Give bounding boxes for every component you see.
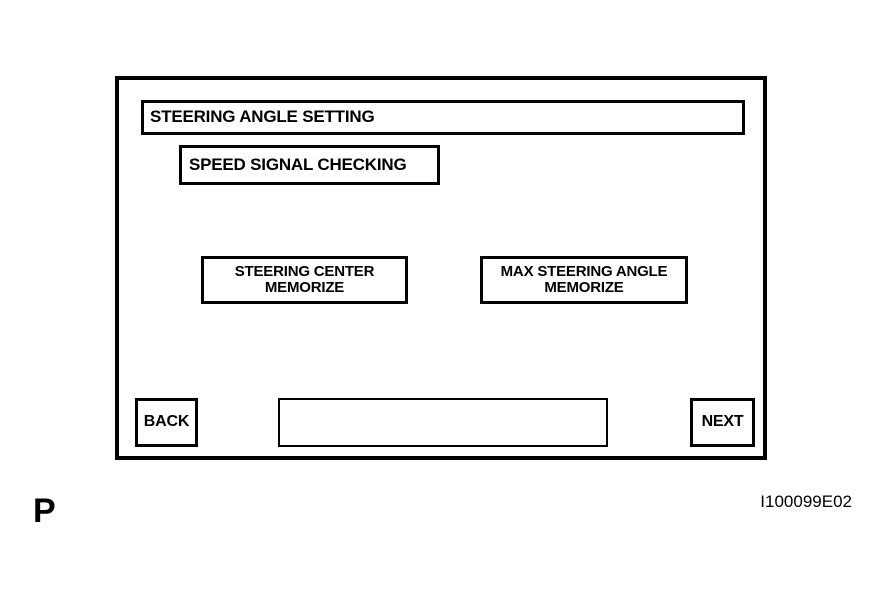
screen-title-label: STEERING ANGLE SETTING <box>150 107 375 127</box>
speed-signal-checking-label: SPEED SIGNAL CHECKING <box>189 154 407 174</box>
steering-center-memorize-line-2: MEMORIZE <box>264 279 345 296</box>
back-button[interactable]: BACK <box>135 398 198 447</box>
max-steering-angle-memorize-button[interactable]: MAX STEERING ANGLE MEMORIZE <box>480 256 688 304</box>
max-steering-angle-memorize-label: MAX STEERING ANGLE MEMORIZE <box>501 264 668 296</box>
message-display-box <box>278 398 608 447</box>
figure-code: I100099E02 <box>760 492 852 511</box>
page-marker: P <box>33 492 56 530</box>
steering-center-memorize-line-1: STEERING CENTER <box>234 263 375 281</box>
steering-center-memorize-label: STEERING CENTER MEMORIZE <box>235 264 375 296</box>
next-button[interactable]: NEXT <box>690 398 755 447</box>
steering-center-memorize-button[interactable]: STEERING CENTER MEMORIZE <box>201 256 408 304</box>
next-button-label: NEXT <box>701 413 744 431</box>
speed-signal-checking-box: SPEED SIGNAL CHECKING <box>179 145 440 185</box>
max-steering-angle-memorize-line-2: MEMORIZE <box>544 279 624 296</box>
back-button-label: BACK <box>143 413 190 431</box>
device-screen-panel: STEERING ANGLE SETTING SPEED SIGNAL CHEC… <box>115 76 767 460</box>
max-steering-angle-memorize-line-1: MAX STEERING ANGLE <box>500 263 668 281</box>
screen-title-box: STEERING ANGLE SETTING <box>141 100 745 135</box>
